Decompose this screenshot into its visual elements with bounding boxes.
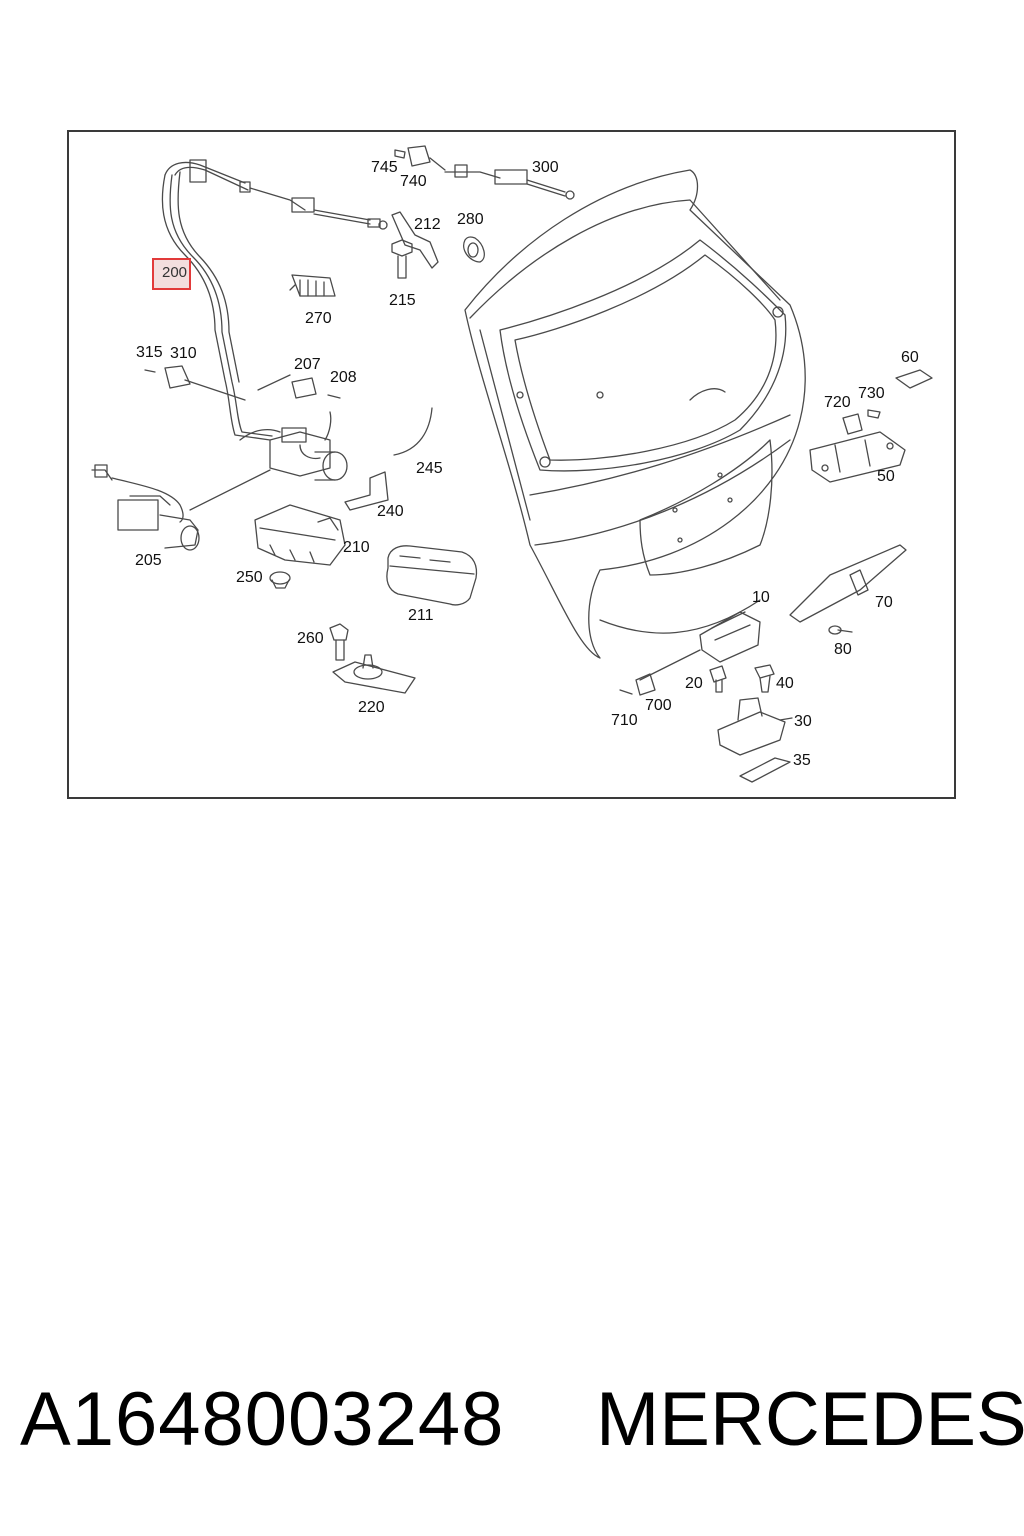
- drive-unit-upper: [239, 411, 348, 481]
- callout-40: 40: [776, 675, 794, 692]
- callout-60: 60: [901, 349, 919, 366]
- pin-80: [828, 625, 853, 635]
- control-unit-210: [254, 504, 346, 566]
- motor-205: [91, 464, 271, 551]
- callout-207: 207: [294, 356, 321, 373]
- callout-720: 720: [824, 394, 851, 411]
- latch-10: [639, 611, 761, 681]
- callout-745: 745: [371, 159, 398, 176]
- part-60: [895, 369, 933, 389]
- caption: A1648003248 MERCEDES: [0, 1370, 1024, 1470]
- grommet-280: [463, 236, 485, 263]
- screw-20: [709, 665, 727, 693]
- clip-720: [842, 413, 863, 435]
- clip-745-740: [394, 145, 446, 171]
- callout-300: 300: [532, 159, 559, 176]
- bolt-260: [329, 623, 349, 661]
- callout-20: 20: [685, 675, 703, 692]
- callout-245: 245: [416, 460, 443, 477]
- holder-220: [332, 654, 416, 694]
- callout-280: 280: [457, 211, 484, 228]
- connector-270: [289, 274, 336, 297]
- callout-212: 212: [414, 216, 441, 233]
- callout-80: 80: [834, 641, 852, 658]
- callout-315: 315: [136, 344, 163, 361]
- callout-730: 730: [858, 385, 885, 402]
- pin-710: [619, 689, 633, 695]
- tailgate-panel: [464, 169, 806, 659]
- callout-310: 310: [170, 345, 197, 362]
- callout-210: 210: [343, 539, 370, 556]
- grommet-250: [269, 571, 291, 589]
- diagram-frame: [67, 130, 956, 799]
- cable-harness: [161, 159, 388, 441]
- bolt-215: [391, 239, 413, 279]
- callout-35: 35: [793, 752, 811, 769]
- plate-35: [739, 757, 791, 783]
- screw-730: [867, 409, 881, 419]
- callout-740: 740: [400, 173, 427, 190]
- callout-700: 700: [645, 697, 672, 714]
- part-700: [635, 673, 656, 696]
- bracket-240: [344, 471, 389, 511]
- cover-211: [386, 545, 478, 606]
- strut-300: [444, 164, 575, 200]
- callout-70: 70: [875, 594, 893, 611]
- striker-30: [717, 697, 793, 756]
- callout-270: 270: [305, 310, 332, 327]
- callout-240: 240: [377, 503, 404, 520]
- part-number: A1648003248: [20, 1377, 505, 1462]
- bracket-212: [391, 211, 439, 269]
- seal-245: [393, 407, 433, 456]
- callout-205: 205: [135, 552, 162, 569]
- callout-211: 211: [408, 607, 434, 624]
- lock-50: [809, 431, 906, 483]
- callout-208: 208: [330, 369, 357, 386]
- bolt-40: [754, 664, 775, 693]
- bracket-70: [789, 544, 907, 623]
- callout-50: 50: [877, 468, 895, 485]
- callout-260: 260: [297, 630, 324, 647]
- callout-220: 220: [358, 699, 385, 716]
- callout-10: 10: [752, 589, 770, 606]
- callout-710: 710: [611, 712, 638, 729]
- brand-name: MERCEDES: [596, 1377, 1024, 1462]
- callout-250: 250: [236, 569, 263, 586]
- callout-215: 215: [389, 292, 416, 309]
- callout-30: 30: [794, 713, 812, 730]
- callout-200-highlighted[interactable]: 200: [152, 258, 192, 290]
